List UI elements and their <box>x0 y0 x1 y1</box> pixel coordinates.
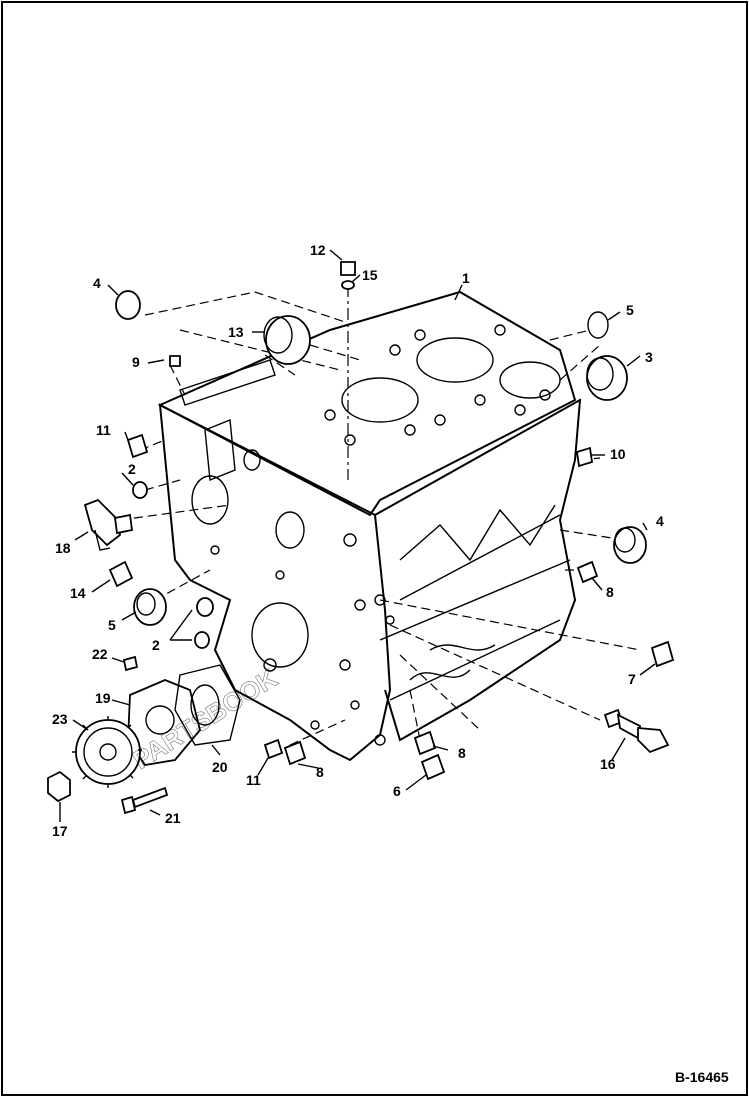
callout-20: 20 <box>212 759 228 775</box>
part-16-sensor <box>603 708 670 754</box>
part-18-sensor <box>83 498 134 551</box>
callout-16: 16 <box>600 756 616 772</box>
part-5-ring-right <box>587 311 609 339</box>
part-21-bolt <box>120 786 169 815</box>
callout-15: 15 <box>362 267 378 283</box>
part-11-plug-upper <box>126 433 149 459</box>
callout-2-lower: 2 <box>152 637 160 653</box>
callout-13: 13 <box>228 324 244 340</box>
callout-11-upper: 11 <box>96 422 111 438</box>
part-22-key <box>122 655 139 672</box>
callout-2-upper: 2 <box>128 461 136 477</box>
reference-code: B-16465 <box>675 1069 729 1085</box>
callout-5-right: 5 <box>626 302 634 318</box>
callout-14: 14 <box>70 585 86 601</box>
part-10-plug <box>576 446 593 468</box>
callout-18: 18 <box>55 540 71 556</box>
callout-4-right: 4 <box>656 513 664 529</box>
part-7-plug <box>650 640 675 668</box>
callout-1: 1 <box>462 270 470 286</box>
part-6-plug <box>420 753 446 781</box>
callout-8-lower-left: 8 <box>316 764 324 780</box>
part-8-plug-lower-right <box>413 730 437 756</box>
part-2-plugs-lower <box>194 597 214 649</box>
part-23-gear <box>72 716 142 788</box>
callout-5-left: 5 <box>108 617 116 633</box>
callout-7: 7 <box>628 671 636 687</box>
callout-4-upper: 4 <box>93 275 101 291</box>
callout-8-right: 8 <box>606 584 614 600</box>
assembly-lines <box>119 285 641 746</box>
callout-6: 6 <box>393 783 401 799</box>
part-8-plug-right-upper <box>576 560 599 584</box>
part-17-nut <box>47 770 71 803</box>
part-3-cap <box>586 355 628 401</box>
callout-23: 23 <box>52 711 68 727</box>
callout-22: 22 <box>92 646 108 662</box>
part-4-plug-right <box>613 526 647 564</box>
part-9-pin <box>169 355 181 367</box>
part-11-plug-lower <box>263 738 284 760</box>
callout-11-lower: 11 <box>246 772 261 788</box>
part-2-plug-upper <box>132 481 148 499</box>
part-4-plug-top-left <box>115 290 141 320</box>
part-12-plug <box>340 261 356 276</box>
callout-3: 3 <box>645 349 653 365</box>
part-5-ring-left <box>133 588 167 626</box>
part-15-washer <box>341 280 355 290</box>
part-14-pin <box>108 560 134 588</box>
part-8-plug-lower-left <box>283 740 307 766</box>
callout-8-lower-right: 8 <box>458 745 466 761</box>
callout-17: 17 <box>52 823 68 839</box>
callout-12: 12 <box>310 242 326 258</box>
callout-labels: 1 2 2 3 4 4 5 5 6 7 8 8 8 9 10 11 11 12 … <box>52 242 664 839</box>
callout-10: 10 <box>610 446 626 462</box>
part-20-gasket <box>174 664 241 746</box>
callout-21: 21 <box>165 810 181 826</box>
callout-leaders <box>59 249 656 822</box>
part-13-cap <box>263 315 311 365</box>
callout-19: 19 <box>95 690 111 706</box>
callout-9: 9 <box>132 354 140 370</box>
